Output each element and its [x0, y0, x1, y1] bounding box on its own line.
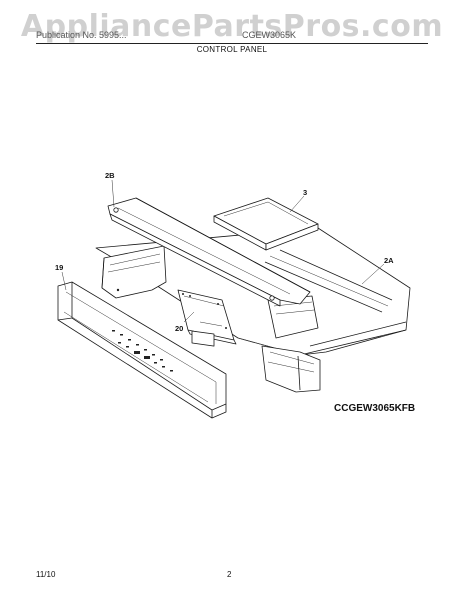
part-2B-top-channel — [107, 197, 311, 307]
callout-20: 20 — [175, 324, 184, 333]
callout-3: 3 — [303, 188, 308, 197]
left-side-bracket — [101, 245, 167, 299]
part-19-front-panel — [57, 281, 227, 419]
publication-number: Publication No. 5995... — [36, 30, 127, 40]
model-code: CCGEW3065KFB — [334, 403, 416, 414]
header-model: CGEW3065K — [242, 30, 297, 40]
right-lower-bracket — [261, 345, 321, 393]
part-3-top-plate — [213, 197, 319, 251]
callout-2B: 2B — [105, 171, 115, 180]
callout-leaders — [61, 179, 385, 323]
callout-2A: 2A — [384, 256, 394, 265]
part-20-control-board — [177, 289, 237, 347]
footer-date: 11/10 — [36, 570, 56, 579]
callout-19: 19 — [55, 263, 64, 272]
header-rule — [36, 43, 428, 44]
footer-page-number: 2 — [227, 570, 232, 579]
section-title: CONTROL PANEL — [196, 45, 268, 54]
